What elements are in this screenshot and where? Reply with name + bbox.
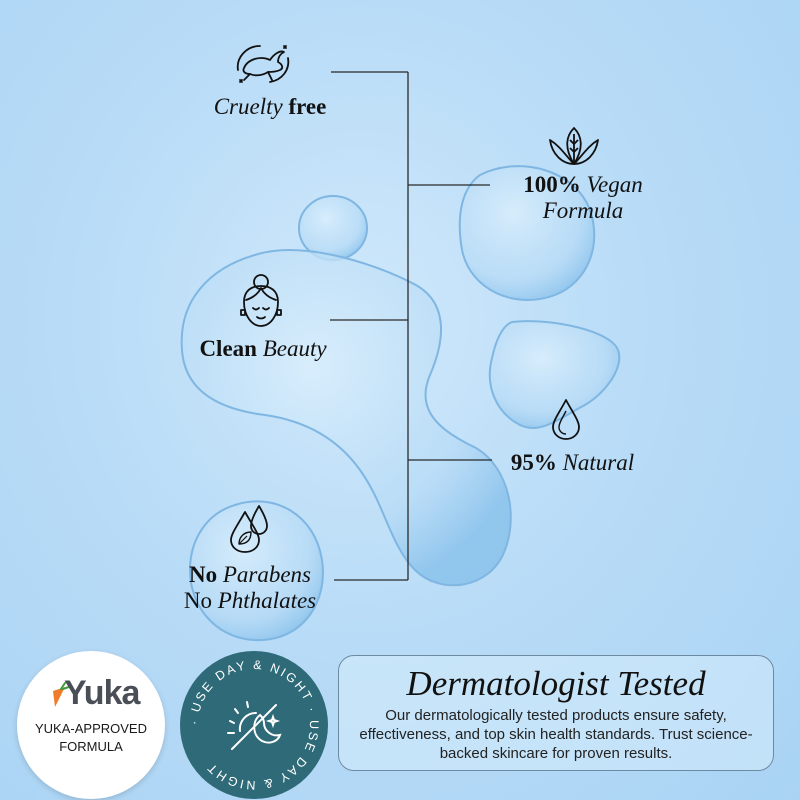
natural-word: Natural bbox=[562, 450, 635, 475]
no-word-2: No bbox=[183, 588, 212, 613]
clean-word: Clean bbox=[199, 336, 257, 361]
beauty-word: Beauty bbox=[262, 336, 327, 361]
dermatologist-description: Our dermatologically tested products ens… bbox=[359, 707, 753, 762]
vegan-line-2: Formula bbox=[488, 198, 678, 224]
sun-moon-icon bbox=[227, 701, 282, 750]
feature-clean-beauty: Clean Beauty bbox=[178, 336, 348, 362]
yuka-approved-badge: Yuka YUKA-APPROVED FORMULA bbox=[17, 651, 165, 799]
vegan-line-1: 100% Vegan bbox=[488, 172, 678, 198]
parabens-word: Parabens bbox=[222, 562, 312, 587]
woman-face-icon bbox=[236, 272, 286, 334]
vegan-percent: 100% bbox=[523, 172, 581, 197]
formula-word: Formula bbox=[542, 198, 624, 223]
phthalates-line: No Phthalates bbox=[160, 588, 340, 614]
day-night-ring: · USE DAY & NIGHT · USE DAY & NIGHT bbox=[187, 658, 319, 792]
yuka-line-2: FORMULA bbox=[59, 739, 123, 754]
use-day-night-badge: · USE DAY & NIGHT · USE DAY & NIGHT bbox=[180, 651, 328, 799]
feature-cruelty-free: Cruelty free bbox=[190, 94, 350, 120]
feature-no-parabens: No Parabens No Phthalates bbox=[160, 562, 340, 614]
rabbit-icon bbox=[232, 40, 294, 86]
carrot-icon bbox=[47, 681, 70, 714]
parabens-line: No Parabens bbox=[160, 562, 340, 588]
droplet-bottom-left bbox=[188, 500, 324, 642]
yuka-logo-text: Yuka bbox=[64, 674, 140, 712]
yuka-line-1: YUKA-APPROVED bbox=[35, 721, 147, 736]
natural-percent: 95% bbox=[510, 450, 557, 475]
feature-vegan-formula: 100% Vegan Formula bbox=[488, 172, 678, 224]
droplet-top-right bbox=[458, 165, 596, 301]
free-label: free bbox=[288, 94, 327, 119]
double-drop-leaf-icon bbox=[225, 502, 275, 554]
water-drop-icon bbox=[549, 397, 583, 441]
leaf-icon bbox=[546, 124, 602, 170]
connector-lines bbox=[330, 71, 492, 581]
dermatologist-tested-card: Dermatologist Tested Our dermatologicall… bbox=[338, 655, 774, 771]
feature-natural: 95% Natural bbox=[490, 450, 655, 476]
phthalates-word: Phthalates bbox=[217, 588, 317, 613]
no-word-1: No bbox=[188, 562, 218, 587]
dermatologist-title: Dermatologist Tested bbox=[406, 664, 706, 703]
droplet-large bbox=[180, 249, 512, 587]
cruelty-label: Cruelty bbox=[213, 94, 283, 119]
vegan-word: Vegan bbox=[586, 172, 643, 197]
